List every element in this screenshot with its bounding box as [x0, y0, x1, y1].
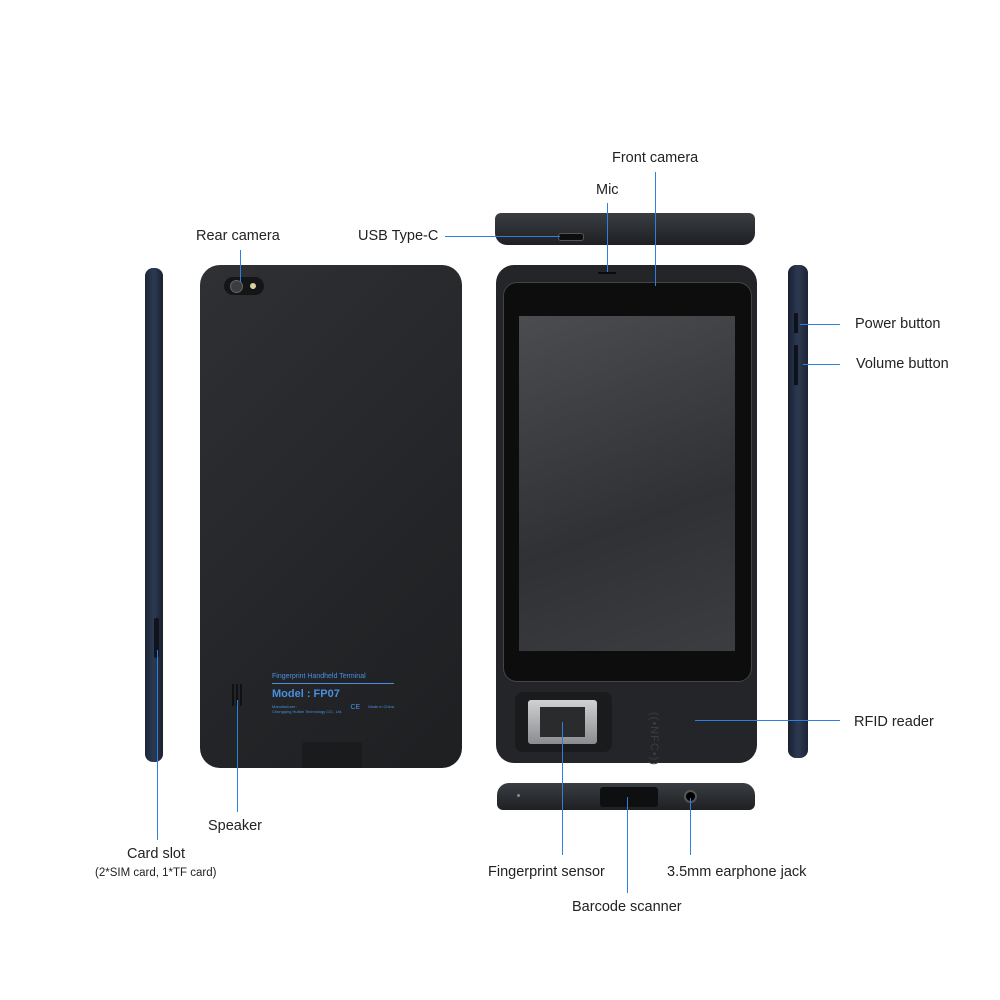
- rear-camera-lens: [230, 280, 243, 293]
- back-label-model: Model : FP07: [272, 688, 340, 700]
- label-card-slot-detail: (2*SIM card, 1*TF card): [95, 867, 217, 879]
- nfc-mark: ((•NFC•)): [648, 712, 660, 766]
- top-edge-view: [495, 213, 755, 245]
- label-rfid-reader: RFID reader: [854, 714, 934, 730]
- usb-c-port: [558, 233, 584, 241]
- leader-front-camera: [655, 172, 656, 286]
- label-barcode-scanner: Barcode scanner: [572, 899, 682, 915]
- barcode-scanner-window: [600, 787, 658, 807]
- volume-button: [794, 345, 798, 385]
- back-product-label: Fingerprint Handheld Terminal Model : FP…: [272, 673, 394, 714]
- bottom-mic-hole: [517, 794, 520, 797]
- back-label-manufacturer: Manufacturer:: [272, 704, 297, 709]
- leader-card-slot: [157, 650, 158, 840]
- label-rear-camera: Rear camera: [196, 228, 280, 244]
- speaker-grille: [232, 684, 242, 706]
- label-power-button: Power button: [855, 316, 941, 332]
- right-side-view: [788, 265, 808, 758]
- back-connector: [302, 742, 362, 768]
- leader-usb: [445, 236, 560, 237]
- leader-rear-camera: [240, 250, 241, 282]
- leader-speaker: [237, 700, 238, 812]
- power-button: [794, 313, 798, 333]
- label-mic: Mic: [596, 182, 619, 198]
- made-in: Made in China: [368, 704, 394, 709]
- label-fingerprint-sensor: Fingerprint sensor: [488, 864, 605, 880]
- card-slot: [154, 618, 159, 658]
- label-speaker: Speaker: [208, 818, 263, 834]
- label-earphone-jack: 3.5mm earphone jack: [667, 864, 807, 880]
- leader-barcode: [627, 797, 628, 893]
- leader-power: [800, 324, 840, 325]
- ce-mark: CE: [350, 704, 361, 711]
- label-usb-type-c: USB Type-C: [358, 228, 439, 244]
- label-volume-button: Volume button: [856, 356, 949, 372]
- label-card-slot: Card slot: [127, 846, 186, 862]
- leader-earphone: [690, 798, 691, 855]
- label-front-camera: Front camera: [612, 150, 699, 166]
- flash-icon: [250, 283, 256, 289]
- device-back: [200, 265, 462, 768]
- back-label-title: Fingerprint Handheld Terminal: [272, 673, 366, 680]
- display: [519, 316, 735, 651]
- leader-volume: [803, 364, 840, 365]
- leader-fingerprint: [562, 722, 563, 855]
- leader-rfid: [695, 720, 840, 721]
- mic-slot: [598, 272, 616, 274]
- leader-mic: [607, 203, 608, 272]
- left-side-view: [145, 268, 163, 762]
- back-label-company: Chongqing Huifan Technology CO., Ltd.: [272, 709, 343, 714]
